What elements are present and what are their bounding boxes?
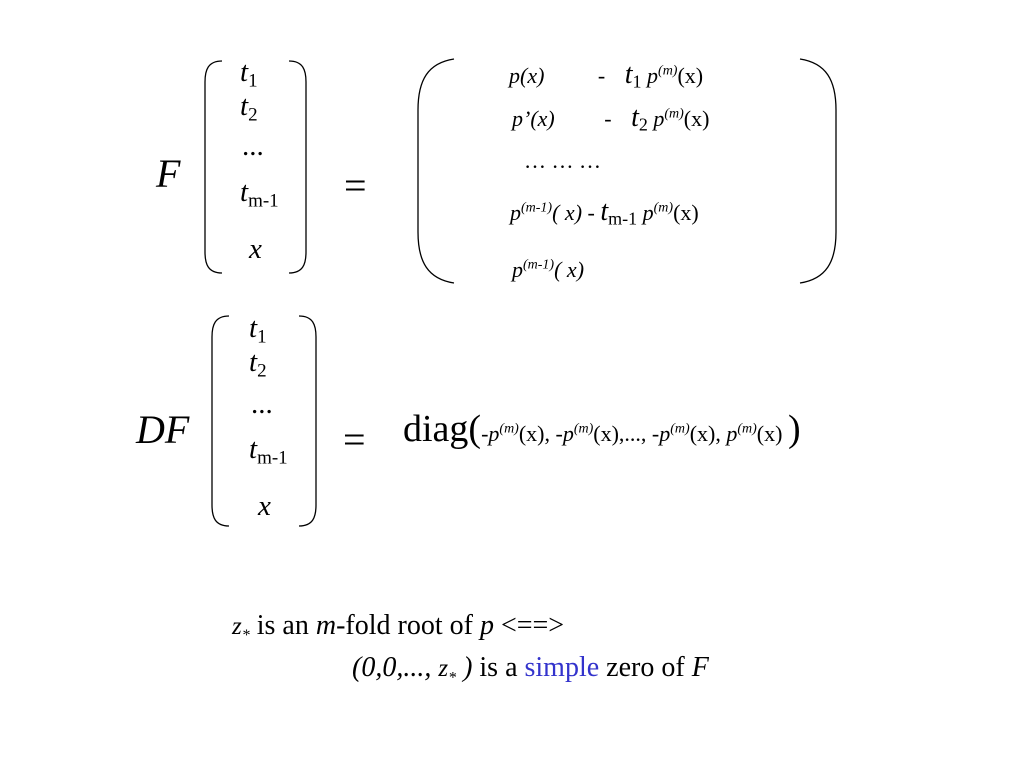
bottom-vector-entry-ellipsis: ...	[251, 388, 273, 420]
row1-minus: -	[597, 63, 606, 88]
diag-term-3: -p(m)(x),	[651, 421, 727, 446]
top-operator-F: F	[156, 151, 181, 196]
top-vector-entry-x: x	[249, 233, 262, 265]
row2-t2: t2	[631, 102, 648, 135]
top-matrix-left-paren	[417, 58, 455, 284]
row2-minus: -	[604, 106, 612, 131]
bottom-operator-DF: DF	[136, 407, 190, 452]
line2-text-zero-of: zero of	[599, 652, 692, 683]
top-vector-left-paren	[204, 60, 223, 274]
top-matrix-row-1: p(x) - t1 p(m)(x)	[509, 59, 704, 92]
line2-text-is-a: is a	[472, 652, 525, 683]
simple-word-highlight: simple	[524, 652, 600, 683]
diag-close-paren: )	[787, 408, 801, 450]
statement-line-1: z* is an m-fold root of p <==>	[232, 610, 565, 644]
bottom-vector-entry-tm1: tm-1	[249, 433, 288, 469]
row1-p: p	[647, 63, 659, 88]
line2-F: F	[691, 652, 709, 683]
row2-pprime-of-x: p’(x)	[512, 106, 555, 131]
row1-t1: t1	[624, 59, 642, 92]
bottom-equals-sign: =	[343, 417, 366, 462]
bottom-vector-entry-t1: t1	[249, 312, 267, 348]
top-matrix-row-2: p’(x) - t2 p(m)(x)	[512, 102, 710, 135]
top-equals-sign: =	[344, 163, 367, 208]
line2-tuple: (0,0,..., z* )	[352, 652, 473, 687]
top-matrix-right-paren	[799, 58, 837, 284]
row4-p2: p	[642, 200, 654, 225]
row1-p-of-x: p(x)	[509, 63, 545, 88]
row4-sup: (m-1)	[521, 200, 553, 216]
bottom-vector-right-paren	[298, 315, 317, 527]
top-vector-entry-tm1: tm-1	[240, 176, 279, 212]
diag-term-4: p(m)(x)	[726, 421, 783, 446]
top-vector-entry-t2: t2	[240, 90, 258, 126]
line1-text-is-an: is an	[249, 610, 316, 641]
row4-arg2: (x)	[673, 200, 699, 225]
top-vector-entry-t1: t1	[240, 56, 258, 92]
bottom-vector-left-paren	[211, 315, 230, 527]
row4-minus: -	[587, 200, 595, 225]
bottom-vector-entry-t2: t2	[249, 346, 267, 382]
row4-p: p	[510, 200, 521, 225]
row4-arg: ( x)	[552, 200, 583, 225]
line1-text-fold-root: -fold root of	[336, 610, 480, 641]
row2-p: p	[653, 106, 665, 131]
line1-equivalence: <==>	[493, 610, 565, 641]
top-matrix-row-5: p(m-1)( x)	[512, 257, 585, 282]
top-matrix-row-ellipsis: … … …	[524, 148, 601, 173]
row5-sup: (m-1)	[523, 257, 555, 273]
bottom-vector-entry-x: x	[258, 490, 271, 522]
row5-arg: ( x)	[554, 257, 585, 282]
row2-arg: (x)	[683, 106, 710, 131]
diag-term-2: -p(m)(x),...,	[555, 421, 652, 446]
line1-m: m	[315, 610, 337, 641]
z-star: z*	[232, 613, 250, 644]
diag-expression: diag(-p(m)(x), -p(m)(x),..., -p(m)(x), p…	[403, 410, 801, 448]
row5-p: p	[512, 257, 523, 282]
diag-term-1: -p(m)(x),	[481, 421, 556, 446]
row1-arg: (x)	[677, 63, 704, 88]
diag-function-name: diag(	[403, 408, 482, 450]
row4-tm1: tm-1	[600, 196, 638, 229]
top-matrix-row-4: p(m-1)( x) - tm-1 p(m)(x)	[510, 196, 699, 229]
top-vector-right-paren	[288, 60, 307, 274]
row1-sup: (m)	[658, 63, 678, 79]
row4-sup2: (m)	[653, 200, 674, 216]
statement-line-2: (0,0,..., z* ) is a simple zero of F	[352, 652, 709, 687]
line1-p: p	[479, 610, 494, 641]
top-vector-entry-ellipsis: ...	[242, 130, 264, 162]
row2-sup: (m)	[664, 106, 684, 122]
